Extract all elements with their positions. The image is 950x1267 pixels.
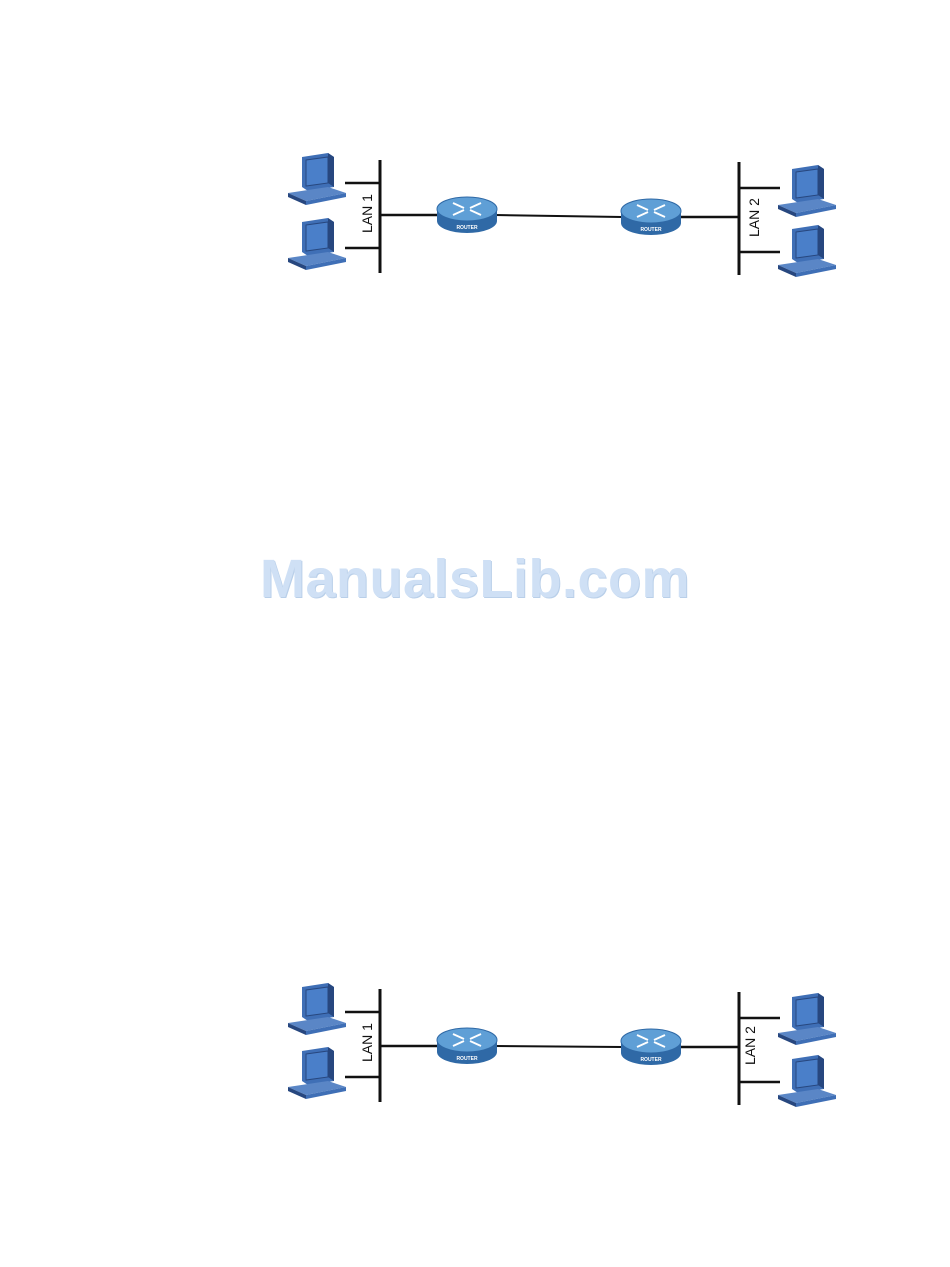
wan-link (495, 1046, 622, 1047)
router-icon: ROUTER (437, 1028, 497, 1064)
router-icon: ROUTER (621, 199, 681, 235)
router-label: ROUTER (456, 225, 478, 231)
network-diagram-svg-top: LAN 1 LAN 2 (0, 145, 950, 285)
network-diagram-svg-bottom: LAN 1 LAN 2 (0, 975, 950, 1115)
router-icon: ROUTER (437, 197, 497, 233)
lan1-label: LAN 1 (359, 194, 375, 233)
lan2-label: LAN 2 (746, 198, 762, 237)
computer-icon (288, 153, 346, 205)
computer-icon (288, 218, 346, 270)
router-label: ROUTER (640, 227, 662, 233)
wan-link (495, 215, 622, 217)
network-diagram-top: LAN 1 LAN 2 (0, 145, 950, 285)
network-diagram-bottom: LAN 1 LAN 2 (0, 975, 950, 1115)
computer-icon (778, 165, 836, 217)
router-icon: ROUTER (621, 1029, 681, 1065)
computer-icon (778, 225, 836, 277)
watermark-text: ManualsLib.com (0, 548, 950, 610)
lan1-label: LAN 1 (359, 1023, 375, 1062)
computer-icon (288, 983, 346, 1035)
lan2-label: LAN 2 (742, 1026, 758, 1065)
computer-icon (778, 993, 836, 1045)
router-label: ROUTER (640, 1057, 662, 1063)
computer-icon (778, 1055, 836, 1107)
router-label: ROUTER (456, 1056, 478, 1062)
computer-icon (288, 1047, 346, 1099)
